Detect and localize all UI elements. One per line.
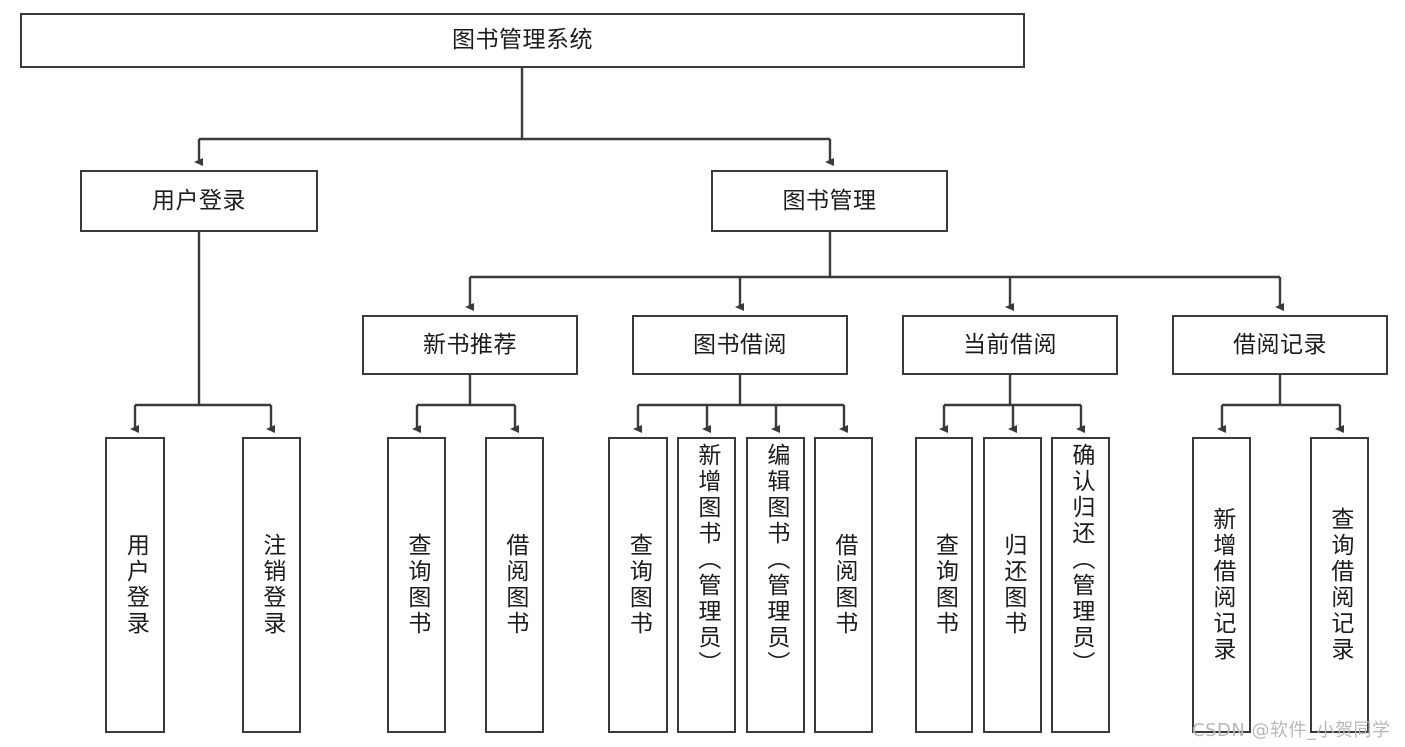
node-leaf-7[interactable]: 编辑图书（管理员） [746,437,805,733]
node-leaf-10-label: 归还图书 [999,533,1026,637]
node-leaf-3-label: 查询图书 [403,533,430,637]
node-level3-1[interactable]: 新书推荐 [362,315,578,375]
node-leaf-7-label: 编辑图书（管理员） [762,443,789,677]
node-leaf-2-label: 注销登录 [258,533,285,637]
node-level3-4[interactable]: 借阅记录 [1172,315,1388,375]
node-leaf-3[interactable]: 查询图书 [387,437,446,733]
node-level2-2[interactable]: 图书管理 [711,170,948,232]
node-leaf-8[interactable]: 借阅图书 [814,437,873,733]
node-leaf-2[interactable]: 注销登录 [242,437,301,733]
node-level3-3-label: 当前借阅 [963,331,1057,358]
node-leaf-8-label: 借阅图书 [830,533,857,637]
node-leaf-11-label: 确认归还（管理员） [1067,443,1094,677]
node-root[interactable]: 图书管理系统 [20,13,1025,68]
node-level3-1-label: 新书推荐 [423,331,517,358]
node-leaf-5[interactable]: 查询图书 [608,437,668,733]
csdn-watermark: CSDN @软件_小贺同学 [1192,720,1391,741]
node-leaf-11[interactable]: 确认归还（管理员） [1051,437,1110,733]
node-level2-1[interactable]: 用户登录 [80,170,318,232]
node-leaf-13[interactable]: 查询借阅记录 [1310,437,1369,733]
node-leaf-13-label: 查询借阅记录 [1326,507,1353,663]
node-leaf-6-label: 新增图书（管理员） [693,443,720,677]
node-leaf-9[interactable]: 查询图书 [915,437,973,733]
node-level3-4-label: 借阅记录 [1233,331,1327,358]
node-leaf-12[interactable]: 新增借阅记录 [1192,437,1251,733]
node-leaf-5-label: 查询图书 [625,533,652,637]
node-leaf-1[interactable]: 用户登录 [105,437,165,733]
node-leaf-1-label: 用户登录 [122,533,149,637]
node-level3-3[interactable]: 当前借阅 [902,315,1118,375]
node-leaf-9-label: 查询图书 [931,533,958,637]
node-level2-2-label: 图书管理 [782,187,877,214]
node-leaf-4[interactable]: 借阅图书 [485,437,544,733]
node-leaf-6[interactable]: 新增图书（管理员） [677,437,736,733]
node-level3-2-label: 图书借阅 [693,331,787,358]
node-leaf-4-label: 借阅图书 [501,533,528,637]
node-level3-2[interactable]: 图书借阅 [632,315,848,375]
node-leaf-10[interactable]: 归还图书 [983,437,1042,733]
node-leaf-12-label: 新增借阅记录 [1208,507,1235,663]
node-level2-1-label: 用户登录 [152,187,246,214]
node-root-label: 图书管理系统 [452,27,593,54]
